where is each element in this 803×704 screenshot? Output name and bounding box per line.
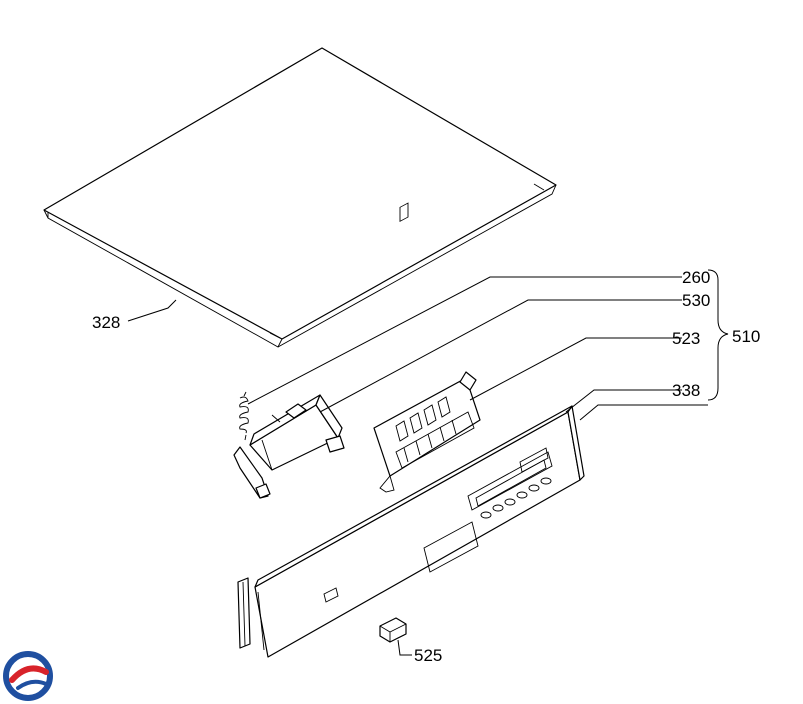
- label-523: 523: [672, 329, 700, 348]
- label-525: 525: [414, 646, 442, 665]
- module-530-part: [233, 394, 345, 499]
- knob-part: [379, 617, 407, 643]
- group-brace: [707, 269, 729, 401]
- control-panel-part: [254, 405, 585, 658]
- spring-part: [239, 391, 249, 441]
- top-cover-part: [43, 47, 557, 348]
- brand-logo: [3, 651, 53, 701]
- label-260: 260: [682, 268, 710, 287]
- label-510: 510: [732, 327, 760, 346]
- end-cap-part: [237, 577, 251, 649]
- label-328: 328: [92, 313, 120, 332]
- leader-lines: [127, 276, 708, 656]
- label-338: 338: [672, 381, 700, 400]
- electronic-board-part: [373, 202, 481, 493]
- label-530: 530: [682, 291, 710, 310]
